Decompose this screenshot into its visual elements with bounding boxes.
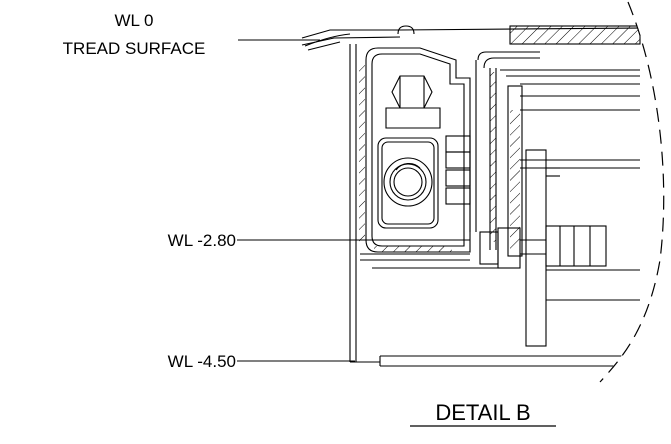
lower-bolt xyxy=(479,225,607,269)
wl-0-label: WL 0 xyxy=(114,11,153,30)
z-bracket-outer xyxy=(365,47,471,253)
vertical-channel xyxy=(477,51,540,69)
web-plate xyxy=(507,85,523,257)
flange-plate xyxy=(525,149,547,347)
washer-stack xyxy=(445,60,477,232)
detail-title: DETAIL B xyxy=(435,400,530,425)
detail-geometry xyxy=(301,25,641,367)
wl-2-80-label: WL -2.80 xyxy=(168,231,236,250)
wl-4-50-label: WL -4.50 xyxy=(168,352,236,371)
tread-surface-label: TREAD SURFACE xyxy=(63,39,206,58)
round-bolt xyxy=(377,137,439,229)
top-bolt-head xyxy=(397,25,415,35)
hex-nut-upper xyxy=(385,75,441,129)
z-bracket-inner xyxy=(371,53,465,247)
detail-boundary-arc xyxy=(599,1,665,383)
